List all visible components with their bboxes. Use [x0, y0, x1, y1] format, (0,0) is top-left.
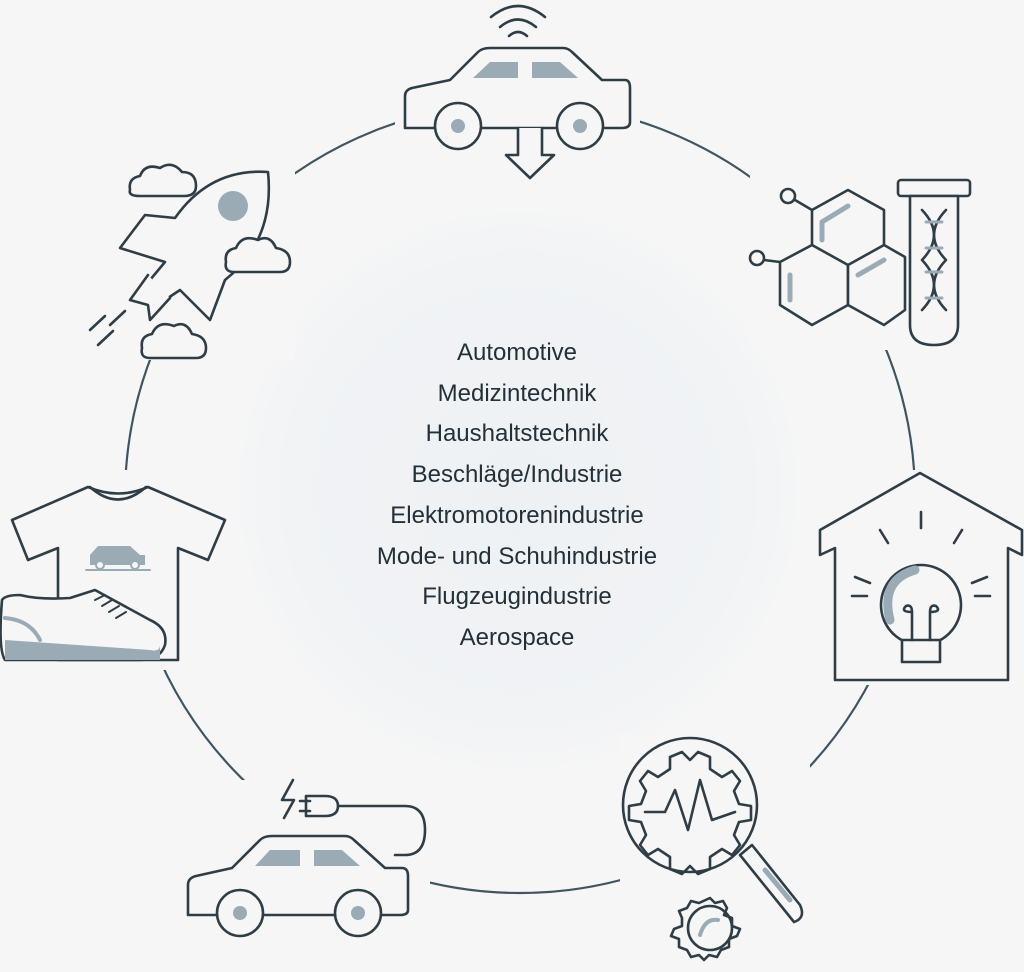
industry-automotive: Automotive — [456, 339, 578, 366]
industry-electric-motors: Elektromotorenindustrie — [390, 501, 644, 529]
industry-fittings: Beschläge/Industrie — [411, 461, 623, 489]
industry-aircraft: Flugzeugindustrie — [422, 583, 612, 611]
connected-car-icon — [395, 4, 640, 180]
fashion-shoe-icon — [0, 470, 230, 670]
smart-home-lightbulb-icon — [815, 470, 1024, 685]
gear-magnifier-icon — [620, 735, 810, 972]
industry-aerospace: Aerospace — [459, 623, 575, 651]
industry-household: Haushaltstechnik — [425, 420, 609, 448]
electric-car-icon — [180, 778, 430, 940]
center-glow — [228, 200, 808, 780]
industry-fashion-shoes: Mode- und Schuhindustrie — [376, 542, 658, 570]
industry-list: Automotive Medizintechnik Haushaltstechn… — [312, 333, 722, 659]
chemistry-dna-icon — [748, 175, 975, 350]
industry-medical: Medizintechnik — [437, 379, 597, 407]
rocket-icon — [80, 160, 295, 360]
